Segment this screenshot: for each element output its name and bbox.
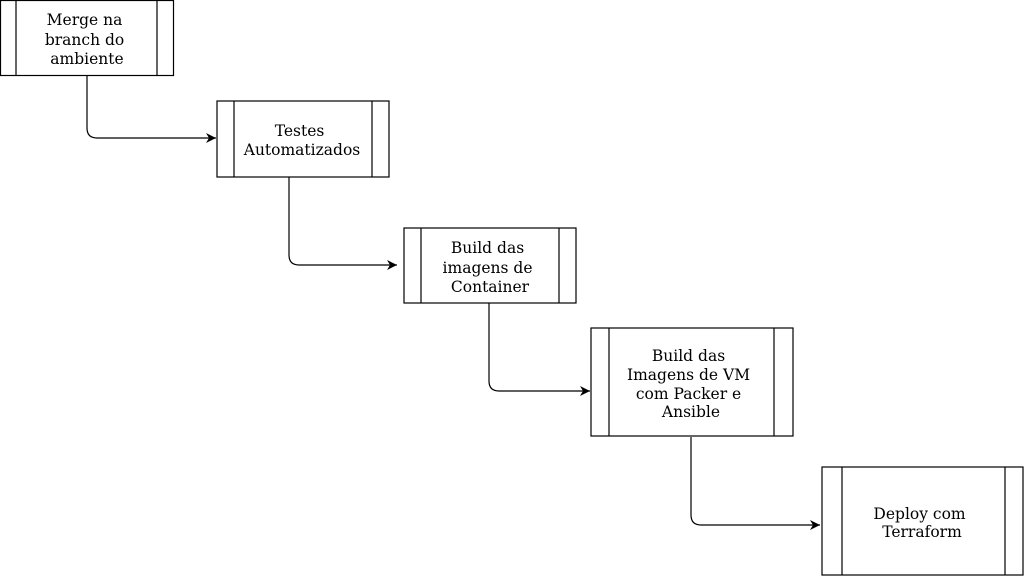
step-box bbox=[403, 227, 577, 304]
step-label-line: Imagens de VM bbox=[627, 366, 750, 384]
step-label-line: com Packer e bbox=[636, 385, 741, 403]
step-label: Merge na branch do ambiente bbox=[45, 11, 129, 68]
connectors bbox=[86, 76, 820, 530]
step-label: Build das Imagens de VM com Packer e Ans… bbox=[627, 347, 755, 421]
step-label-line: imagens de bbox=[443, 259, 533, 277]
step-label: Testes Automatizados bbox=[243, 122, 361, 159]
connector-testes-to-build-container bbox=[288, 177, 397, 270]
step-box bbox=[821, 466, 1024, 576]
step-testes-automatizados: Testes Automatizados bbox=[216, 100, 390, 178]
step-label-line: Terraform bbox=[882, 523, 962, 541]
step-label-line: Merge na bbox=[47, 11, 123, 29]
step-label: Build das imagens de Container bbox=[443, 239, 538, 296]
connector-build-container-to-build-vm bbox=[488, 303, 590, 396]
step-box bbox=[590, 327, 794, 437]
step-label-line: Container bbox=[451, 278, 530, 296]
step-build-imagens-container: Build das imagens de Container bbox=[403, 227, 577, 304]
step-label-line: Testes bbox=[275, 122, 325, 140]
step-label-line: Build das bbox=[652, 347, 725, 365]
step-label-line: Automatizados bbox=[243, 141, 361, 159]
connector-merge-to-testes bbox=[86, 76, 216, 143]
step-merge-na-branch: Merge na branch do ambiente bbox=[0, 0, 175, 77]
step-label-line: ambiente bbox=[50, 50, 123, 68]
step-deploy-terraform: Deploy com Terraform bbox=[821, 466, 1024, 576]
step-label-line: Build das bbox=[451, 239, 524, 257]
step-box bbox=[0, 0, 175, 77]
step-label-line: Deploy com bbox=[873, 505, 966, 523]
step-build-imagens-vm: Build das Imagens de VM com Packer e Ans… bbox=[590, 327, 794, 437]
step-label-line: branch do bbox=[45, 31, 124, 49]
step-label: Deploy com Terraform bbox=[873, 505, 970, 541]
step-label-line: Ansible bbox=[661, 403, 720, 421]
connector-build-vm-to-deploy bbox=[690, 437, 820, 530]
step-box bbox=[216, 100, 390, 178]
